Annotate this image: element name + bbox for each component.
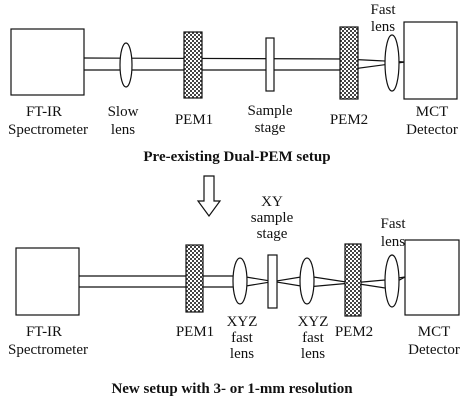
top-mct-label-line1: MCT xyxy=(416,104,449,120)
bottom-pem1-label: PEM1 xyxy=(176,324,214,340)
bottom-xyz-lens1-label-line1: XYZ xyxy=(227,314,258,330)
top-ftir-box xyxy=(10,28,85,96)
bottom-xy-stage-label-line2: sample xyxy=(251,210,294,226)
bottom-pem1 xyxy=(185,244,204,313)
top-mct-label-line2: Detector xyxy=(406,122,458,138)
bottom-mct-label-line1: MCT xyxy=(418,324,451,340)
bottom-pem2-label: PEM2 xyxy=(335,324,373,340)
top-slow-lens xyxy=(119,42,133,88)
top-slow-lens-label-line2: lens xyxy=(111,122,135,138)
bottom-mct-detector-box xyxy=(404,239,460,316)
bottom-xyz-lens1-label-line2: fast xyxy=(231,330,253,346)
bottom-xyz-lens2-label-line1: XYZ xyxy=(298,314,329,330)
bottom-setup-caption: New setup with 3- or 1-mm resolution xyxy=(111,381,353,397)
bottom-ftir-label-line2: Spectrometer xyxy=(8,342,88,358)
top-pem1 xyxy=(183,31,203,99)
top-sample-stage xyxy=(265,37,275,92)
bottom-xyz-lens1 xyxy=(232,257,248,305)
top-pem2-label: PEM2 xyxy=(330,112,368,128)
bottom-ftir-box xyxy=(15,247,80,316)
bottom-xy-stage-label-line1: XY xyxy=(261,194,283,210)
bottom-fast-lens-label-line2: lens xyxy=(381,234,405,250)
bottom-ftir-label-line1: FT-IR xyxy=(26,324,62,340)
bottom-xy-sample-stage xyxy=(267,254,278,309)
bottom-fast-lens-label-line1: Fast xyxy=(380,216,406,232)
bottom-xyz-lens2-label-line2: fast xyxy=(302,330,324,346)
bottom-mct-label-line2: Detector xyxy=(408,342,460,358)
top-sample-stage-label-line2: stage xyxy=(255,120,286,136)
top-pem2 xyxy=(339,26,359,100)
down-arrow xyxy=(196,175,222,218)
top-fast-lens xyxy=(384,34,400,92)
top-setup-caption: Pre-existing Dual-PEM setup xyxy=(143,149,330,165)
bottom-xyz-lens2-label-line3: lens xyxy=(301,346,325,362)
bottom-xyz-lens2 xyxy=(299,257,315,305)
top-mct-detector-box xyxy=(403,21,458,100)
top-ftir-label-line1: FT-IR xyxy=(26,104,62,120)
bottom-pem2 xyxy=(344,243,362,317)
top-sample-stage-label-line1: Sample xyxy=(248,103,293,119)
top-fast-lens-label-line2: lens xyxy=(371,19,395,35)
bottom-xy-stage-label-line3: stage xyxy=(257,226,288,242)
top-slow-lens-label-line1: Slow xyxy=(108,104,139,120)
top-fast-lens-label-line1: Fast xyxy=(370,2,396,18)
top-pem1-label: PEM1 xyxy=(175,112,213,128)
top-ftir-label-line2: Spectrometer xyxy=(8,122,88,138)
bottom-setup: FT-IR Spectrometer PEM1 XYZ fast lens XY… xyxy=(8,194,460,397)
top-setup: FT-IR Spectrometer Slow lens PEM1 Sample… xyxy=(8,2,458,165)
bottom-xyz-lens1-label-line3: lens xyxy=(230,346,254,362)
bottom-fast-lens xyxy=(384,254,400,308)
